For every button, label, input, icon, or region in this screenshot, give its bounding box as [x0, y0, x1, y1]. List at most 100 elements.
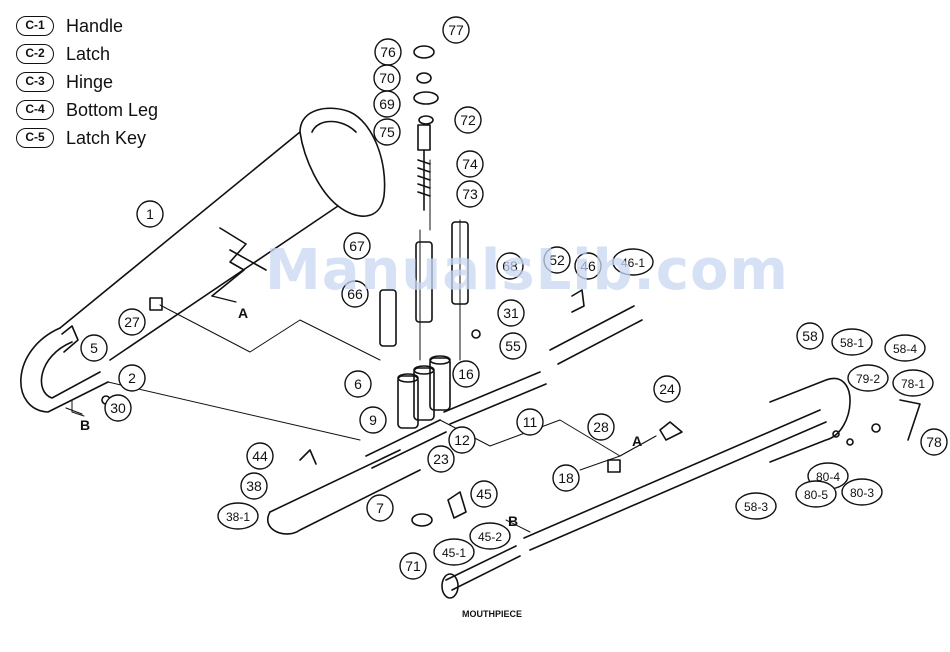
- part-callout-78-1: 78-1: [893, 370, 933, 396]
- callout-number: 66: [347, 286, 363, 302]
- callout-number: 2: [128, 370, 136, 386]
- callout-number: 6: [354, 376, 362, 392]
- callout-number: 44: [252, 448, 268, 464]
- part-callout-80-3: 80-3: [842, 479, 882, 505]
- part-callout-46-1: 46-1: [613, 249, 653, 275]
- small-parts: [62, 290, 880, 518]
- part-callout-71: 71: [400, 553, 426, 579]
- part-callout-68: 68: [497, 253, 523, 279]
- part-callout-52: 52: [544, 247, 570, 273]
- callout-number: 69: [379, 96, 395, 112]
- part-callout-27: 27: [119, 309, 145, 335]
- part-callout-46: 46: [575, 253, 601, 279]
- callout-number: 58: [802, 328, 818, 344]
- callout-number: 71: [405, 558, 421, 574]
- callout-number: 30: [110, 400, 126, 416]
- callout-number: 80-5: [804, 488, 828, 502]
- callout-number: 52: [549, 252, 565, 268]
- part-callout-75: 75: [374, 119, 400, 145]
- callout-number: 74: [462, 156, 478, 172]
- callout-number: 38-1: [226, 510, 250, 524]
- callout-number: 78-1: [901, 377, 925, 391]
- callout-number: 1: [146, 206, 154, 222]
- callout-number: 11: [523, 414, 538, 430]
- part-callouts: 7776706975727473676866524646-11275230315…: [81, 17, 947, 579]
- callout-number: 58-4: [893, 342, 917, 356]
- mouthpiece-label: MOUTHPIECE: [462, 609, 522, 619]
- part-callout-18: 18: [553, 465, 579, 491]
- callout-number: 70: [379, 70, 395, 86]
- callout-number: 45-1: [442, 546, 466, 560]
- callout-number: 46-1: [621, 256, 645, 270]
- callout-number: 58-3: [744, 500, 768, 514]
- callout-number: 72: [460, 112, 476, 128]
- part-callout-58-1: 58-1: [832, 329, 872, 355]
- callout-number: 80-3: [850, 486, 874, 500]
- callout-number: 27: [124, 314, 140, 330]
- callout-number: 5: [90, 340, 98, 356]
- part-callout-9: 9: [360, 407, 386, 433]
- reference-letters: A B A B MOUTHPIECE: [80, 305, 642, 619]
- callout-number: 76: [380, 44, 396, 60]
- part-callout-28: 28: [588, 414, 614, 440]
- part-callout-16: 16: [453, 361, 479, 387]
- callout-number: 24: [659, 381, 675, 397]
- part-callout-58-3: 58-3: [736, 493, 776, 519]
- part-callout-74: 74: [457, 151, 483, 177]
- callout-number: 68: [502, 258, 518, 274]
- part-callout-2: 2: [119, 365, 145, 391]
- part-callout-73: 73: [457, 181, 483, 207]
- part-callout-58: 58: [797, 323, 823, 349]
- part-callout-1: 1: [137, 201, 163, 227]
- callout-number: 55: [505, 338, 521, 354]
- part-callout-66: 66: [342, 281, 368, 307]
- callout-number: 9: [369, 412, 377, 428]
- reference-letter-b: B: [80, 417, 90, 433]
- part-callout-80-5: 80-5: [796, 481, 836, 507]
- part-callout-24: 24: [654, 376, 680, 402]
- part-callout-76: 76: [375, 39, 401, 65]
- part-callout-78: 78: [921, 429, 947, 455]
- tubing-section: [268, 306, 920, 598]
- callout-number: 38: [246, 478, 262, 494]
- part-callout-5: 5: [81, 335, 107, 361]
- callout-number: 75: [379, 124, 395, 140]
- part-callout-11: 11: [517, 409, 543, 435]
- part-callout-79-2: 79-2: [848, 365, 888, 391]
- callout-number: 7: [376, 500, 384, 516]
- part-callout-45-1: 45-1: [434, 539, 474, 565]
- bell-section: [21, 108, 385, 412]
- part-callout-72: 72: [455, 107, 481, 133]
- part-callout-7: 7: [367, 495, 393, 521]
- callout-number: 79-2: [856, 372, 880, 386]
- part-callout-55: 55: [500, 333, 526, 359]
- part-callout-69: 69: [374, 91, 400, 117]
- part-callout-58-4: 58-4: [885, 335, 925, 361]
- part-callout-77: 77: [443, 17, 469, 43]
- callout-number: 58-1: [840, 336, 864, 350]
- part-callout-38-1: 38-1: [218, 503, 258, 529]
- callout-number: 45-2: [478, 530, 502, 544]
- callout-number: 28: [593, 419, 609, 435]
- part-callout-23: 23: [428, 446, 454, 472]
- callout-number: 18: [558, 470, 574, 486]
- part-callout-38: 38: [241, 473, 267, 499]
- reference-letter-a: A: [238, 305, 248, 321]
- part-callout-6: 6: [345, 371, 371, 397]
- callout-number: 67: [349, 238, 365, 254]
- part-callout-67: 67: [344, 233, 370, 259]
- callout-number: 31: [503, 305, 519, 321]
- callout-number: 16: [458, 366, 474, 382]
- part-callout-30: 30: [105, 395, 131, 421]
- part-callout-31: 31: [498, 300, 524, 326]
- reference-letter-b: B: [508, 513, 518, 529]
- callout-number: 73: [462, 186, 478, 202]
- part-callout-70: 70: [374, 65, 400, 91]
- part-callout-45: 45: [471, 481, 497, 507]
- callout-number: 12: [454, 432, 470, 448]
- callout-number: 45: [476, 486, 492, 502]
- reference-letter-a: A: [632, 433, 642, 449]
- callout-number: 23: [433, 451, 449, 467]
